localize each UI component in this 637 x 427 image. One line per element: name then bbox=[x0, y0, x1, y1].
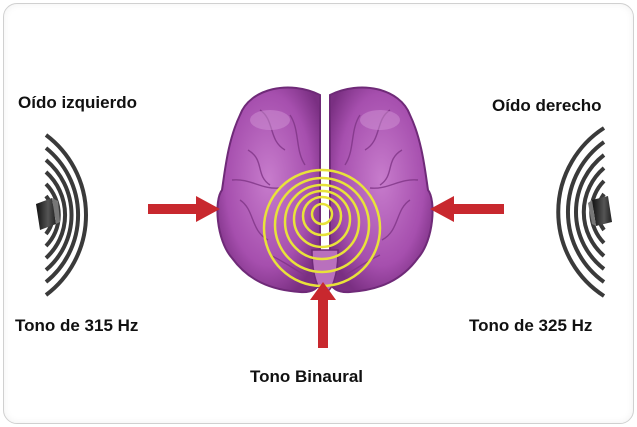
left-arrow-icon bbox=[148, 196, 220, 222]
right-arrow-icon bbox=[430, 196, 504, 222]
right-speaker-icon bbox=[588, 196, 612, 226]
binaural-tone-label: Tono Binaural bbox=[250, 367, 363, 387]
up-arrow-icon bbox=[310, 282, 336, 348]
right-tone-label: Tono de 325 Hz bbox=[469, 316, 592, 336]
left-ear-label: Oído izquierdo bbox=[18, 93, 137, 113]
right-ear-label: Oído derecho bbox=[492, 96, 602, 116]
left-tone-label: Tono de 315 Hz bbox=[15, 316, 138, 336]
brain-icon bbox=[217, 88, 432, 293]
